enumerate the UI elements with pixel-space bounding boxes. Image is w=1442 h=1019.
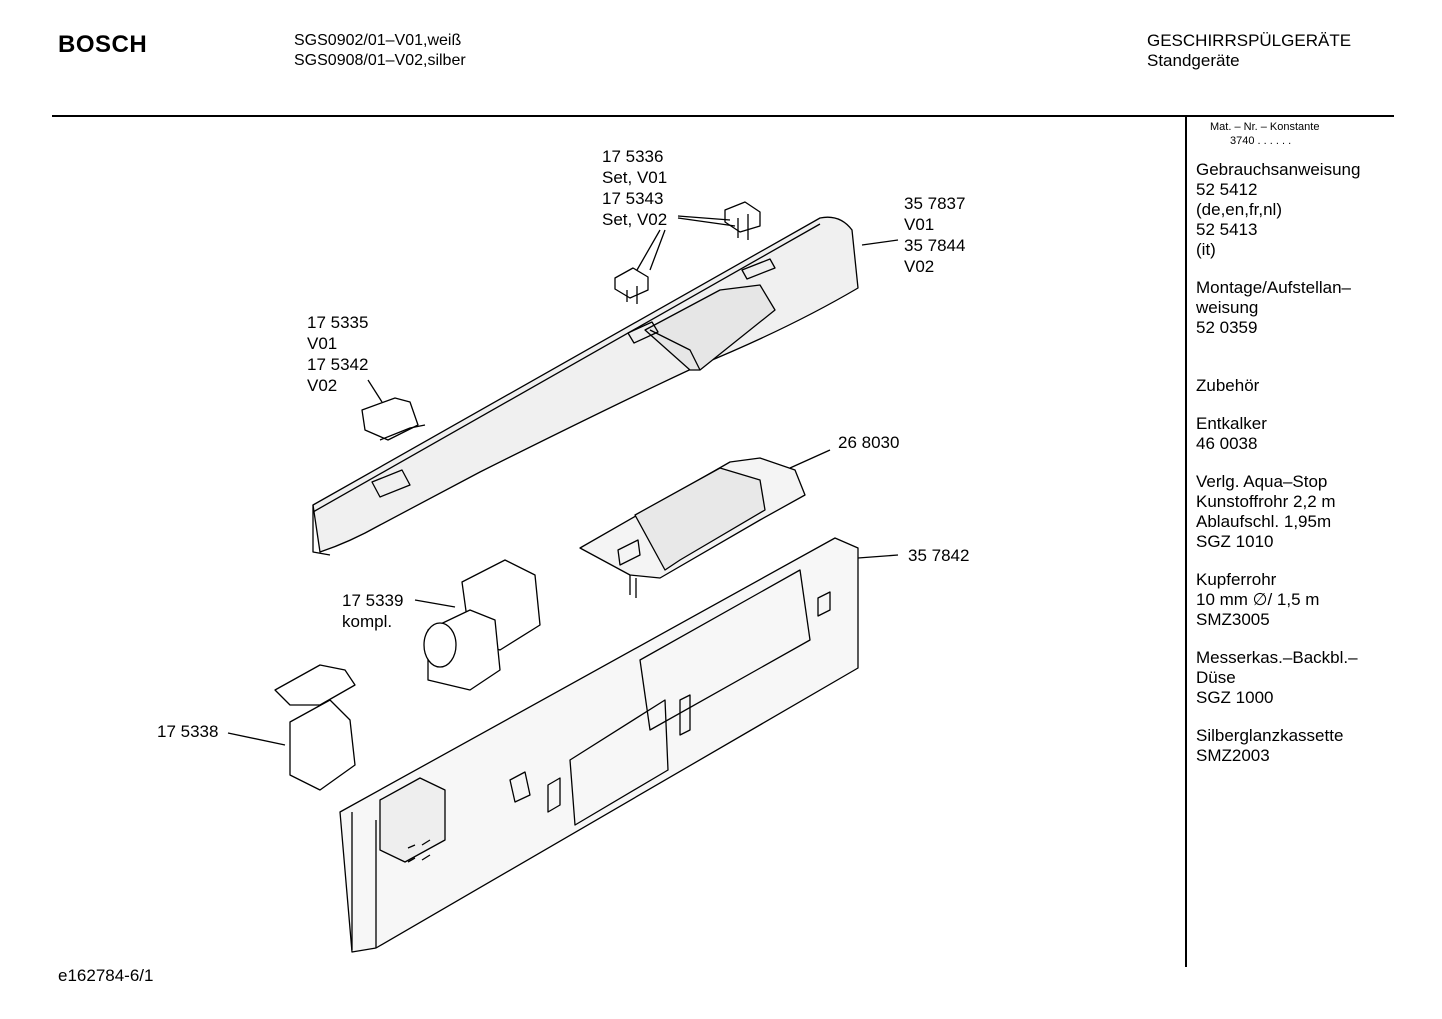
header-divider bbox=[52, 115, 1394, 117]
model-line: SGS0902/01–V01,weiß bbox=[294, 32, 462, 49]
callout-text: 35 7844 bbox=[904, 236, 966, 255]
matno-value: 3740 . . . . . . bbox=[1230, 135, 1292, 147]
accessory-line: SGZ 1010 bbox=[1196, 532, 1274, 551]
accessory-line: Kupferrohr bbox=[1196, 570, 1277, 589]
accessory-line: 52 5412 bbox=[1196, 180, 1258, 199]
matno-label: Mat. – Nr. – Konstante bbox=[1210, 121, 1320, 133]
accessory-line: Verlg. Aqua–Stop bbox=[1196, 472, 1328, 491]
callout-text: 17 5338 bbox=[157, 722, 219, 741]
accessory-line: 52 5413 bbox=[1196, 220, 1258, 239]
accessory-line: (de,en,fr,nl) bbox=[1196, 200, 1282, 219]
accessory-group: Zubehör bbox=[1196, 356, 1391, 396]
callout-text: V02 bbox=[904, 257, 935, 276]
accessory-line: Ablaufschl. 1,95m bbox=[1196, 512, 1332, 531]
exploded-view-drawing bbox=[227, 201, 899, 953]
button-set-part bbox=[614, 201, 761, 304]
callout-relay: 17 5338 bbox=[157, 721, 218, 742]
callout-text: 26 8030 bbox=[838, 433, 900, 452]
electronic-module-part bbox=[579, 449, 831, 598]
accessory-line: Zubehör bbox=[1196, 376, 1260, 395]
relay-part bbox=[227, 664, 356, 791]
callout-text: 17 5343 bbox=[602, 189, 664, 208]
carrier-frame-part bbox=[339, 537, 899, 953]
accessory-line bbox=[1196, 356, 1391, 376]
callout-panel: 35 7837 V01 35 7844 V02 bbox=[904, 193, 965, 277]
drawing-code: e162784-6/1 bbox=[58, 966, 154, 985]
sidebar-divider bbox=[1185, 117, 1187, 967]
category-sub: Standgeräte bbox=[1147, 51, 1240, 70]
material-number-header: Mat. – Nr. – Konstante 3740 . . . . . . bbox=[1210, 120, 1319, 148]
callout-text: kompl. bbox=[342, 612, 393, 631]
knob-part bbox=[361, 379, 426, 441]
accessory-line: weisung bbox=[1196, 298, 1259, 317]
callout-button-set: 17 5336 Set, V01 17 5343 Set, V02 bbox=[602, 146, 667, 230]
control-panel-part bbox=[312, 216, 859, 556]
callout-text: V01 bbox=[904, 215, 935, 234]
accessory-line: Entkalker bbox=[1196, 414, 1267, 433]
accessory-line: Gebrauchsanweisung bbox=[1196, 160, 1361, 179]
callout-text: 17 5339 bbox=[342, 591, 404, 610]
accessory-line: Montage/Aufstellan– bbox=[1196, 278, 1351, 297]
accessory-line: 46 0038 bbox=[1196, 434, 1258, 453]
callout-text: 17 5342 bbox=[307, 355, 369, 374]
accessory-line: SMZ2003 bbox=[1196, 746, 1270, 765]
callout-module: 26 8030 bbox=[838, 432, 899, 453]
accessory-line: (it) bbox=[1196, 240, 1216, 259]
model-line: SGS0908/01–V02,silber bbox=[294, 52, 466, 69]
callout-text: 17 5335 bbox=[307, 313, 369, 332]
accessory-line: Kunstoffrohr 2,2 m bbox=[1196, 492, 1336, 511]
accessory-line: 10 mm ∅/ 1,5 m bbox=[1196, 590, 1320, 609]
accessory-line: SMZ3005 bbox=[1196, 610, 1270, 629]
callout-text: V02 bbox=[307, 376, 338, 395]
callout-text: 35 7837 bbox=[904, 194, 966, 213]
callout-text: 35 7842 bbox=[908, 546, 970, 565]
callout-carrier: 35 7842 bbox=[908, 545, 969, 566]
callout-text: 17 5336 bbox=[602, 147, 664, 166]
brand-logo: BOSCH bbox=[58, 31, 148, 58]
accessory-line: SGZ 1000 bbox=[1196, 688, 1274, 707]
accessory-line: Düse bbox=[1196, 668, 1236, 687]
callout-switch: 17 5339 kompl. bbox=[342, 590, 403, 632]
category-main: GESCHIRRSPÜLGERÄTE bbox=[1147, 31, 1352, 50]
model-list: SGS0902/01–V01,weiß SGS0908/01–V02,silbe… bbox=[294, 31, 466, 71]
callout-text: Set, V01 bbox=[602, 168, 668, 187]
callout-text: Set, V02 bbox=[602, 210, 668, 229]
accessory-line: Messerkas.–Backbl.– bbox=[1196, 648, 1358, 667]
callout-text: V01 bbox=[307, 334, 338, 353]
leader-line bbox=[861, 239, 899, 246]
accessory-line: Silberglanzkassette bbox=[1196, 726, 1344, 745]
accessory-line: 52 0359 bbox=[1196, 318, 1258, 337]
category-title: GESCHIRRSPÜLGERÄTE Standgeräte bbox=[1147, 31, 1351, 71]
switch-part bbox=[414, 559, 541, 691]
callout-knob: 17 5335 V01 17 5342 V02 bbox=[307, 312, 368, 396]
